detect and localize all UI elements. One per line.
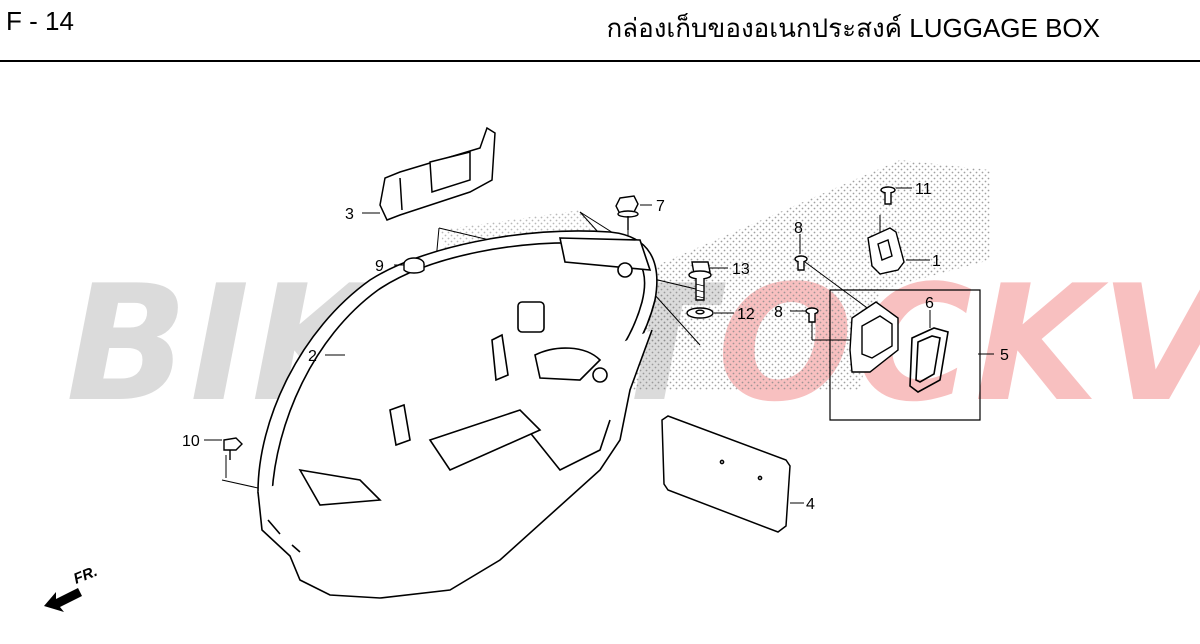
callout-1: 1: [932, 253, 941, 270]
part-1-latch: [867, 227, 905, 275]
part-10-clip: [223, 437, 243, 460]
part-3-cover: [379, 126, 496, 221]
callout-numbers: 1 2 3 4 5 6 7 8 8 9 10 11 12 13 FR.: [71, 181, 1009, 588]
part-12-washer: [686, 307, 714, 319]
part-4-mat: [661, 415, 791, 533]
page-title: กล่องเก็บของอเนกประสงค์ LUGGAGE BOX: [606, 13, 1100, 43]
callout-13: 13: [732, 261, 750, 278]
header: F - 14 กล่องเก็บของอเนกประสงค์ LUGGAGE B…: [0, 0, 1200, 62]
callout-10: 10: [182, 433, 200, 450]
callout-8b: 8: [774, 304, 783, 321]
callout-12: 12: [737, 306, 755, 323]
header-divider: [0, 60, 1200, 62]
callout-7: 7: [656, 198, 665, 215]
part-5-assembly-frame: [829, 289, 981, 421]
part-6-handle: [909, 327, 949, 393]
callout-6: 6: [925, 295, 934, 312]
callout-3: 3: [345, 206, 354, 223]
page-code: F - 14: [6, 6, 74, 36]
callout-11: 11: [915, 181, 932, 198]
callout-8a: 8: [794, 220, 803, 237]
part-8-screws: [794, 255, 819, 323]
part-2-luggage-box: [257, 230, 658, 599]
callout-2: 2: [308, 348, 317, 365]
callout-4: 4: [806, 496, 815, 513]
callout-9: 9: [375, 258, 384, 275]
front-direction-label: FR.: [71, 563, 100, 588]
part-9-grommet: [403, 257, 425, 274]
callout-leaders: [204, 187, 994, 504]
front-direction-arrow: [44, 588, 82, 612]
part-11-screw: [880, 186, 896, 205]
part-13-bolt: [688, 261, 712, 301]
callout-5: 5: [1000, 347, 1009, 364]
part-5-bracket: [849, 301, 899, 373]
part-7-bolt: [615, 195, 639, 230]
